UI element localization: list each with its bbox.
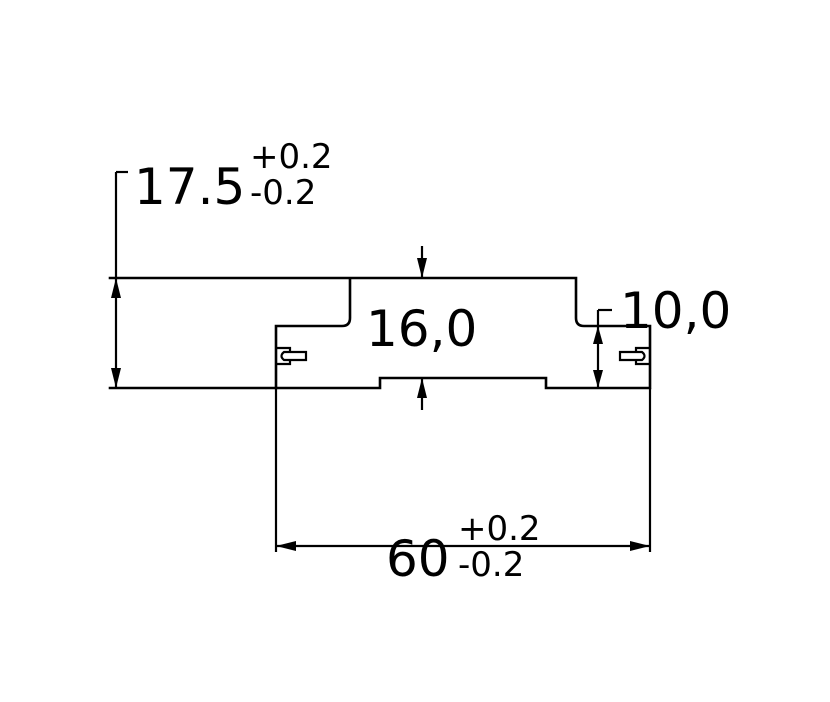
height-arrow-top <box>111 278 121 298</box>
center-value: 16,0 <box>366 300 477 358</box>
width-value: 60 <box>386 530 450 588</box>
height-value: 17.5 <box>134 158 245 216</box>
flange-arrow-bottom <box>593 370 603 388</box>
width-arrow-left <box>276 541 296 551</box>
height-tol-minus: -0.2 <box>250 173 316 213</box>
center-arrow-top <box>417 258 427 278</box>
center-arrow-bottom <box>417 378 427 398</box>
right-slot <box>618 346 650 366</box>
flange-value: 10,0 <box>620 282 731 340</box>
height-tol-plus: +0.2 <box>250 137 333 177</box>
left-slot <box>276 346 308 366</box>
profile-outline <box>108 276 652 390</box>
width-tol-plus: +0.2 <box>458 509 541 549</box>
flange-arrow-top <box>593 326 603 344</box>
width-tol-minus: -0.2 <box>458 545 524 585</box>
height-arrow-bottom <box>111 368 121 388</box>
width-arrow-right <box>630 541 650 551</box>
